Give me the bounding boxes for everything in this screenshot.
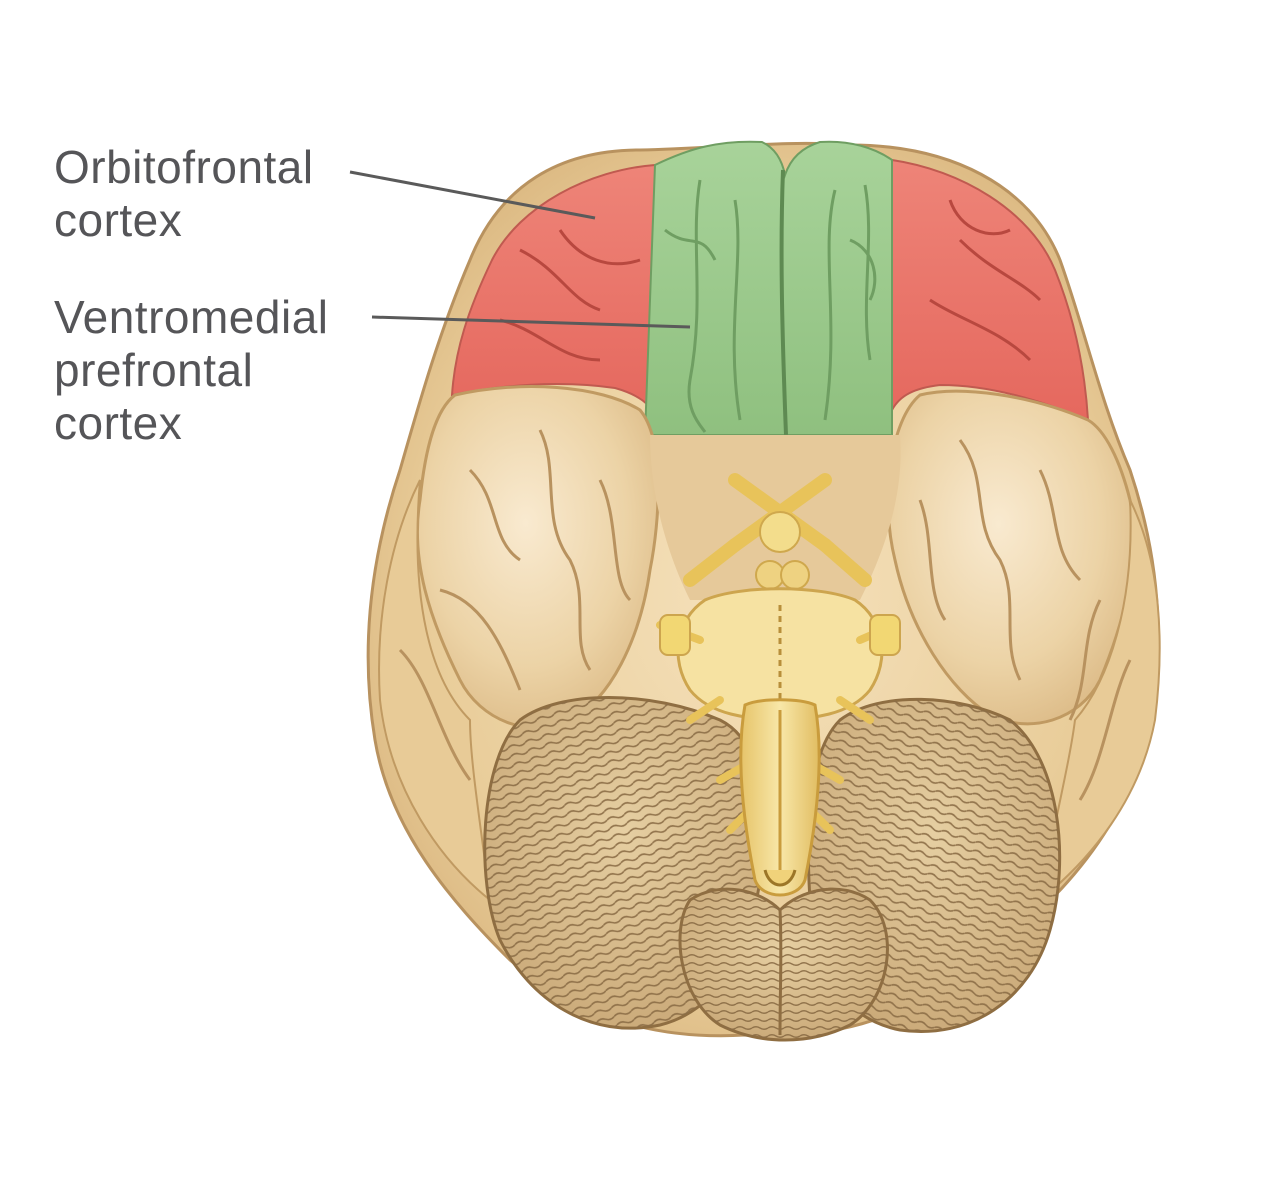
mammillary-bodies-right: [780, 560, 810, 590]
ventromedial-leader-line: [371, 315, 691, 329]
orbitofrontal-cortex-label: Orbitofrontal cortex: [54, 142, 314, 248]
temporal-gyri: [398, 429, 1132, 801]
ventromedial-label-line-2: prefrontal: [54, 344, 254, 396]
orbitofrontal-sulci: [499, 199, 1042, 362]
pituitary: [759, 511, 801, 553]
orbitofrontal-label-line-1: Orbitofrontal: [54, 141, 314, 193]
ventromedial-prefrontal-cortex-label: Ventromedial prefrontal cortex: [54, 292, 329, 451]
longitudinal-fissure: [779, 169, 788, 436]
orbitofrontal-right-region: [891, 158, 1090, 422]
ventromedial-gyri: [664, 179, 877, 433]
orbitofrontal-leader-line: [349, 170, 596, 220]
ventromedial-region: [643, 140, 893, 436]
trigeminal-right: [869, 614, 901, 656]
orbitofrontal-label-line-2: cortex: [54, 194, 183, 246]
mammillary-bodies: [755, 560, 785, 590]
ventromedial-label-line-1: Ventromedial: [54, 291, 329, 343]
trigeminal-left: [659, 614, 691, 656]
orbitofrontal-left-region: [450, 163, 656, 416]
ventromedial-label-line-3: cortex: [54, 397, 183, 449]
